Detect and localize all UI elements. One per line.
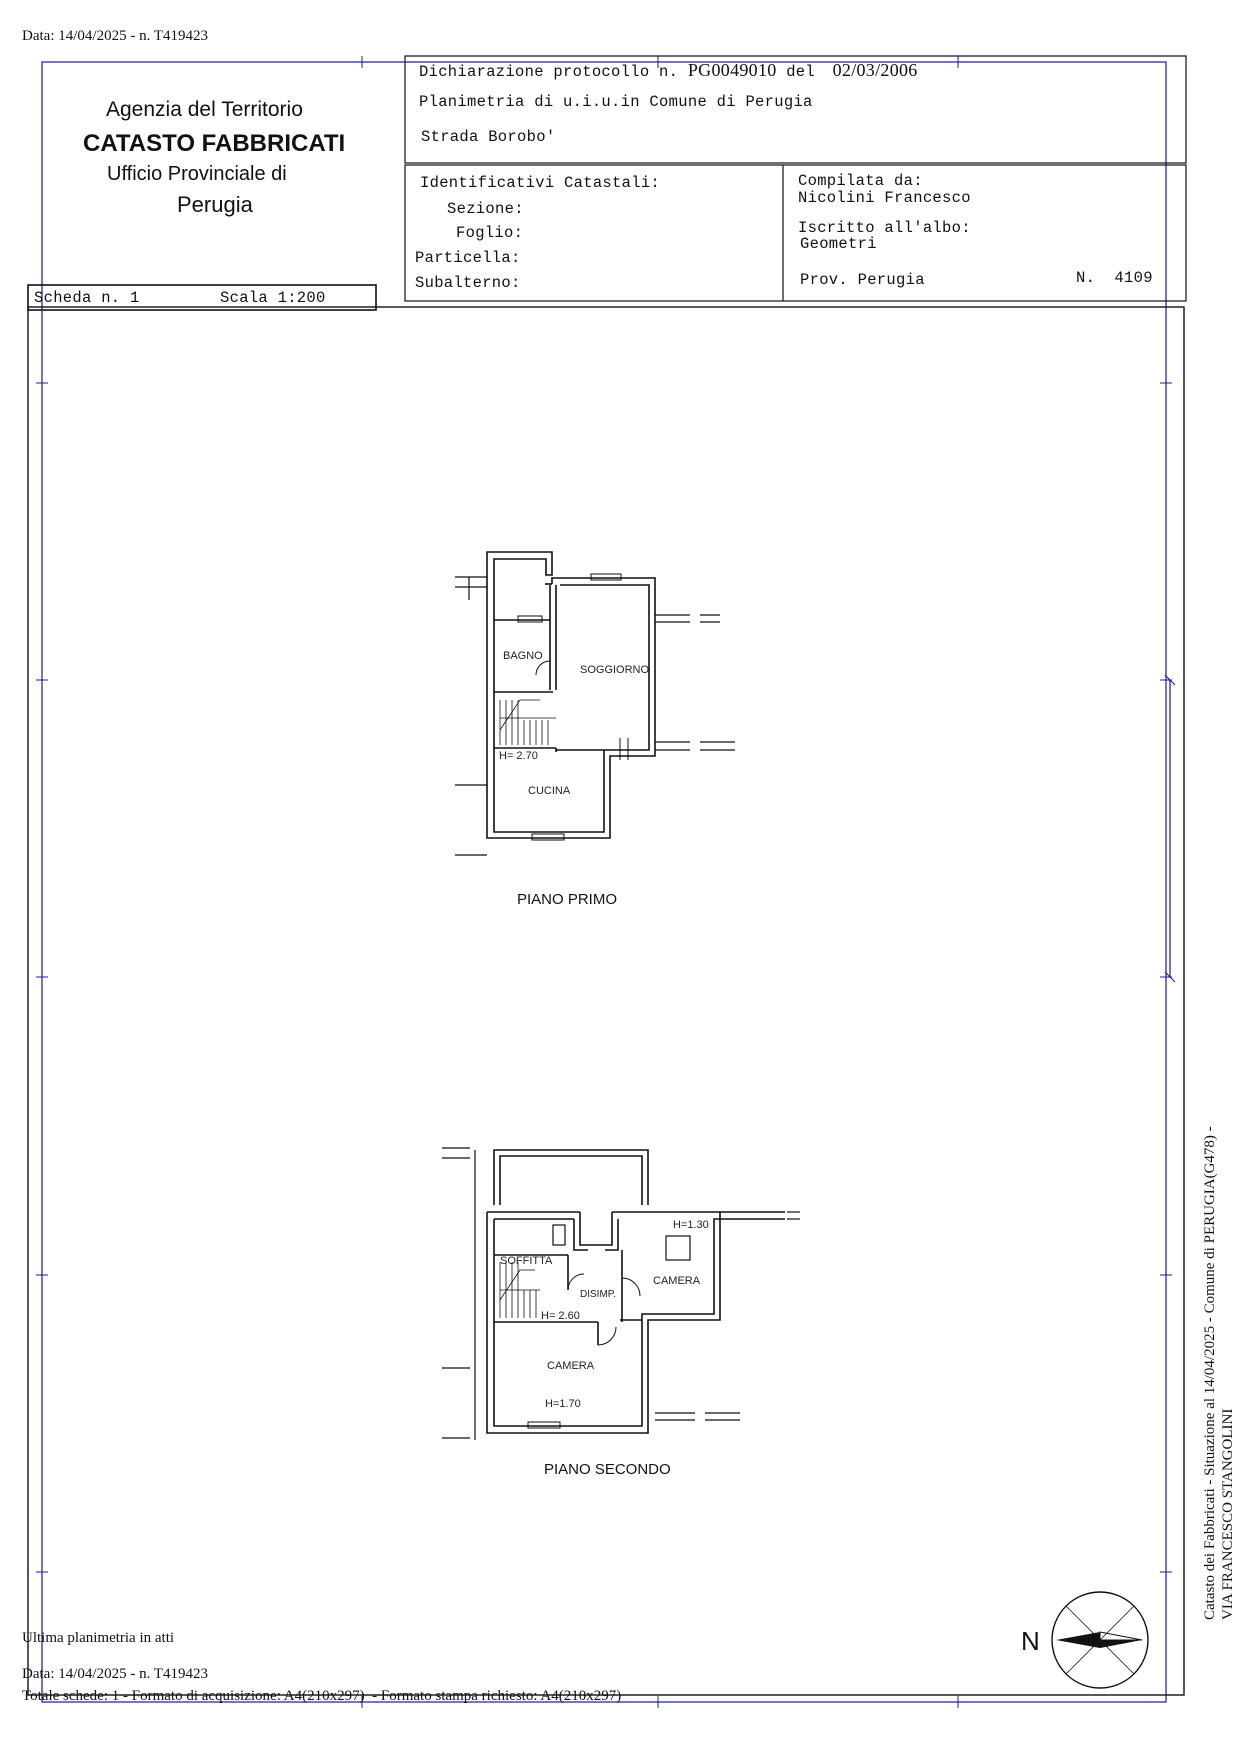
compass-label: N xyxy=(1021,1626,1040,1656)
room-label: DISIMP. xyxy=(580,1289,616,1300)
office-city: Perugia xyxy=(177,192,253,217)
footer-totale: Totale schede: 1 - Formato di acquisizio… xyxy=(22,1688,622,1704)
foglio-label: Foglio: xyxy=(456,224,524,242)
protocol-date: 02/03/2006 xyxy=(832,60,918,80)
plan-second-floor xyxy=(442,1147,800,1440)
numero-label: N. 4109 xyxy=(1076,269,1153,287)
margin-text-line1: Catasto dei Fabbricati - Situazione al 1… xyxy=(1202,1126,1218,1620)
plan-first-title: PIANO PRIMO xyxy=(517,891,618,908)
protocol-del: del xyxy=(786,63,815,81)
room-label: BAGNO xyxy=(503,650,543,662)
height-label: H=1.70 xyxy=(545,1398,581,1410)
protocol-number: PG0049010 xyxy=(687,60,777,80)
catasto-title: CATASTO FABBRICATI xyxy=(83,130,346,157)
agency-name: Agenzia del Territorio xyxy=(106,98,303,121)
room-label: CAMERA xyxy=(653,1275,701,1287)
sezione-label: Sezione: xyxy=(447,200,524,218)
height-label: H= 2.70 xyxy=(499,750,538,762)
ufficio-label: Ufficio Provinciale di xyxy=(107,163,287,185)
iscritto-label: Iscritto all'albo: xyxy=(798,219,971,237)
protocol-line: Dichiarazione protocollo n. PG0049010 de… xyxy=(419,60,918,81)
address-line: Strada Borobo' xyxy=(421,128,556,146)
planimetria-line: Planimetria di u.i.u.in Comune di Perugi… xyxy=(419,93,813,111)
room-label: SOFFITTA xyxy=(500,1255,553,1267)
prov-label: Prov. Perugia xyxy=(800,271,925,289)
room-label: SOGGIORNO xyxy=(580,664,650,676)
footer-date: Data: 14/04/2025 - n. T419423 xyxy=(22,1666,208,1682)
height-label: H= 2.60 xyxy=(541,1310,580,1322)
north-compass-icon xyxy=(1051,1591,1149,1689)
height-label: H=1.30 xyxy=(673,1219,709,1231)
plan-second-title: PIANO SECONDO xyxy=(544,1461,671,1478)
identificativi-label: Identificativi Catastali: xyxy=(420,174,661,192)
scala-label: Scala 1:200 xyxy=(220,289,326,307)
compilata-label: Compilata da: xyxy=(798,172,923,190)
subalterno-label: Subalterno: xyxy=(415,274,521,292)
protocol-box xyxy=(404,55,1187,164)
scheda-box xyxy=(27,284,377,311)
outer-frame xyxy=(41,61,1167,1703)
particella-label: Particella: xyxy=(415,249,521,267)
margin-text-line2: VIA FRANCESCO STANGOLINI xyxy=(1220,1408,1236,1620)
protocol-label: Dichiarazione protocollo n. xyxy=(419,63,679,81)
compilata-name: Nicolini Francesco xyxy=(798,189,971,207)
identificativi-box xyxy=(404,164,1187,302)
sheet-border xyxy=(27,306,1185,1696)
room-label: CUCINA xyxy=(528,785,571,797)
scheda-label: Scheda n. 1 xyxy=(34,289,140,307)
plan-first-floor xyxy=(455,551,735,856)
footer-ultima: Ultima planimetria in atti xyxy=(22,1630,175,1646)
room-label: CAMERA xyxy=(547,1360,595,1372)
iscritto-value: Geometri xyxy=(800,235,877,253)
top-date: Data: 14/04/2025 - n. T419423 xyxy=(22,28,208,44)
